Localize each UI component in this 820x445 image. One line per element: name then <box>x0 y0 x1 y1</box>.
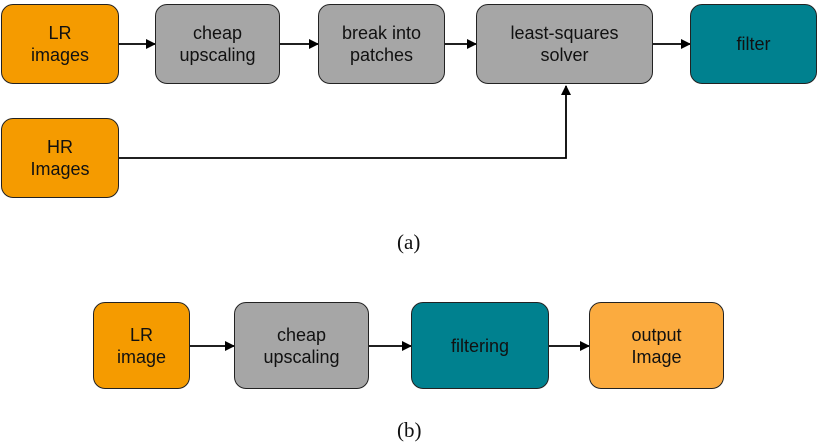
node-label: upscaling <box>263 346 340 367</box>
node-label: patches <box>349 45 414 65</box>
arrow-hr-to-solver <box>119 85 571 159</box>
node-label: Images <box>30 159 90 179</box>
node-label: HR <box>47 137 73 157</box>
node-label: break into <box>341 23 422 43</box>
node-filtering: filtering <box>411 302 549 389</box>
caption-b: (b) <box>397 418 422 442</box>
node-label: Image <box>631 346 682 367</box>
node-label: least-squares <box>510 23 619 43</box>
node-label: LR <box>129 324 153 345</box>
node-label: LR <box>48 23 72 43</box>
node-label: output <box>631 324 682 345</box>
node-filter: filter <box>690 4 817 84</box>
node-label: filter <box>736 34 771 54</box>
node-label: image <box>116 346 167 367</box>
node-label: images <box>30 45 90 65</box>
node-label: filtering <box>450 335 510 356</box>
node-label: solver <box>540 45 589 65</box>
caption-a: (a) <box>397 230 421 254</box>
node-label: cheap <box>276 324 327 345</box>
node-label: cheap <box>192 23 243 43</box>
node-label: upscaling <box>179 45 256 65</box>
